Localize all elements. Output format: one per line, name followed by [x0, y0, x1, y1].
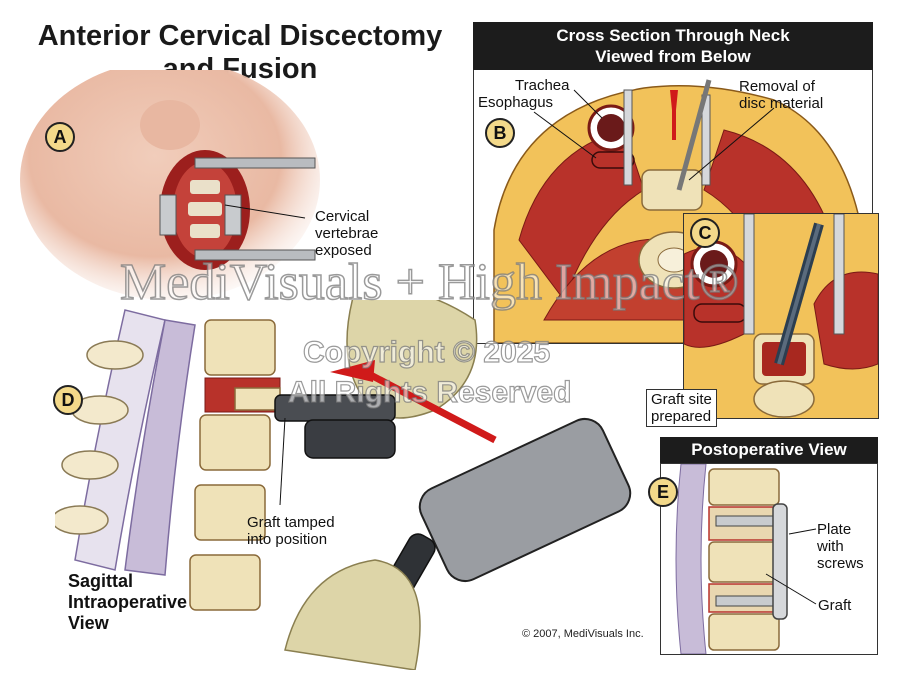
- panel-e-plate-label: Plate with screws: [817, 521, 864, 572]
- panel-d-sagittal-illustration: [55, 300, 632, 670]
- panel-a-label-line1: Cervical: [315, 208, 370, 225]
- panel-b-label-trachea: Trachea: [515, 77, 570, 94]
- panel-e-plate-label-line3: screws: [817, 555, 864, 572]
- panel-a-label-line3: exposed: [315, 242, 372, 259]
- panel-e-plate-label-line2: with: [817, 538, 844, 555]
- panel-c-label-line1: Graft site: [651, 391, 712, 408]
- panel-b-label-removal: Removal of disc material: [739, 78, 823, 112]
- panel-c-label-line2: prepared: [651, 408, 712, 425]
- watermark-copyright: Copyright © 2025: [302, 335, 551, 369]
- panel-d-view-label: Sagittal Intraoperative View: [68, 571, 187, 634]
- watermark-brand: MediVisuals + High Impact®: [119, 254, 739, 312]
- panel-c-label: Graft site prepared: [646, 389, 717, 427]
- footer-credit: © 2007, MediVisuals Inc.: [522, 628, 644, 640]
- panel-e-postoperative-illustration: [675, 464, 817, 654]
- panel-e-plate-label-line1: Plate: [817, 521, 852, 538]
- panel-c-badge: C: [690, 218, 720, 248]
- panel-b-label-removal-line1: Removal of: [739, 78, 815, 95]
- panel-b-header-line2: Viewed from Below: [595, 47, 751, 66]
- panel-a-label: Cervical vertebrae exposed: [315, 208, 378, 259]
- panel-e-badge: E: [648, 477, 678, 507]
- page-title: Anterior Cervical Discectomy and Fusion: [10, 20, 470, 86]
- panel-d-graft-label-line1: Graft tamped: [247, 514, 335, 531]
- panel-b-label-esophagus: Esophagus: [478, 94, 554, 111]
- panel-b-badge: B: [485, 118, 515, 148]
- panel-c-frame: [683, 213, 879, 419]
- panel-e-graft-label: Graft: [818, 597, 852, 614]
- panel-d-view-label-line3: View: [68, 613, 109, 633]
- panel-a-label-line2: vertebrae: [315, 225, 379, 242]
- panel-e-header: Postoperative View: [660, 437, 878, 463]
- panel-d-graft-label: Graft tamped into position: [247, 514, 335, 548]
- panel-a-neck-illustration: [20, 70, 320, 300]
- panel-d-view-label-line1: Sagittal: [68, 571, 134, 591]
- watermark-rights: All Rights Reserved: [287, 375, 572, 409]
- panel-d-view-label-line2: Intraoperative: [68, 592, 188, 612]
- panel-b-header: Cross Section Through Neck Viewed from B…: [473, 22, 873, 70]
- panel-d-graft-label-line2: into position: [247, 531, 328, 548]
- panel-a-badge: A: [45, 122, 75, 152]
- panel-b-header-line1: Cross Section Through Neck: [556, 26, 790, 45]
- panel-d-badge: D: [53, 385, 83, 415]
- page-title-line1: Anterior Cervical Discectomy: [37, 20, 443, 52]
- panel-b-label-removal-line2: disc material: [739, 95, 824, 112]
- panel-c-graft-site-illustration: [684, 214, 878, 418]
